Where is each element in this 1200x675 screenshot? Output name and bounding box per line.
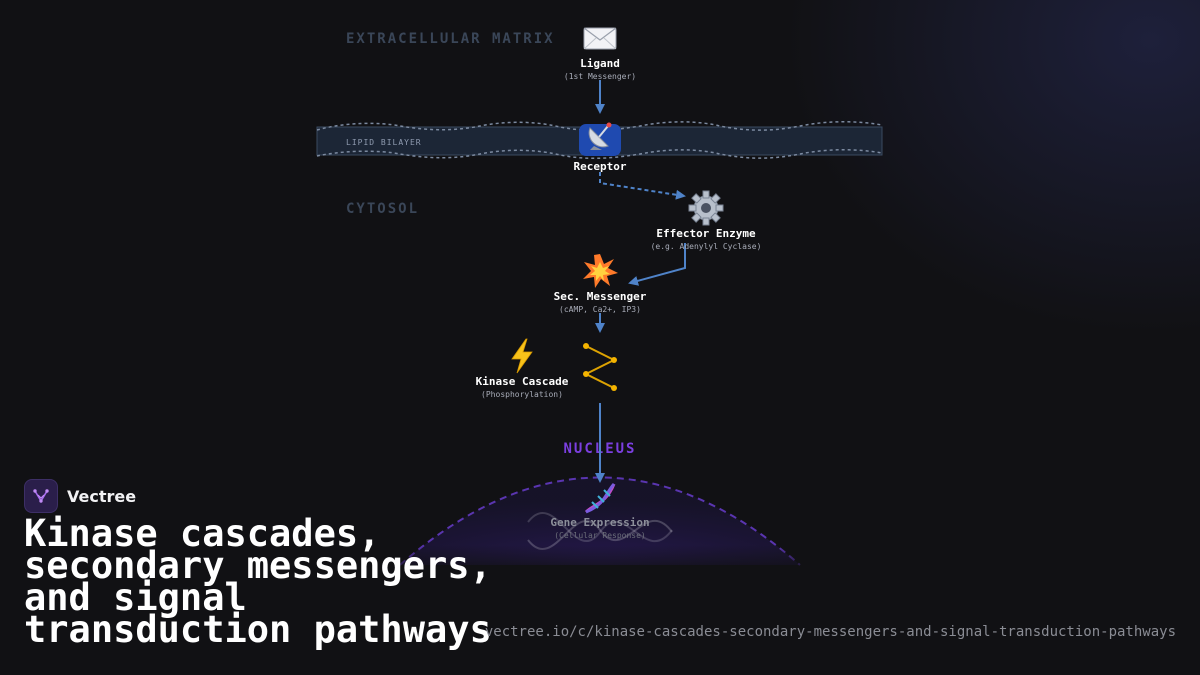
page-title: Kinase cascades, secondary messengers, a…	[24, 512, 492, 651]
gene-subtitle: (Cellular Response)	[554, 531, 646, 540]
gene-node: Gene Expression (Cellular Response)	[550, 482, 650, 540]
effector-title: Effector Enzyme	[656, 227, 756, 240]
effector-subtitle: (e.g. Adenylyl Cyclase)	[651, 242, 762, 251]
satellite-antenna-icon	[588, 122, 612, 150]
cytosol-label: CYTOSOL	[346, 201, 419, 217]
brand-name: Vectree	[67, 486, 137, 506]
burst-icon	[583, 254, 618, 288]
ligand-title: Ligand	[580, 57, 620, 70]
messenger-subtitle: (cAMP, Ca2+, IP3)	[559, 305, 641, 314]
page-url[interactable]: vectree.io/c/kinase-cascades-secondary-m…	[484, 624, 1176, 640]
gene-title: Gene Expression	[550, 516, 649, 529]
vectree-logo-icon	[24, 479, 58, 513]
envelope-icon	[583, 27, 617, 50]
membrane-inner-leaflet	[316, 149, 883, 160]
nucleus-envelope	[399, 476, 801, 566]
gear-icon	[688, 190, 724, 226]
arrow-receptor-to-effector	[599, 172, 686, 200]
ligand-node: Ligand (1st Messenger)	[564, 27, 636, 81]
dna-icon	[584, 482, 616, 514]
receptor-node: Receptor	[574, 122, 627, 173]
kinase-subtitle: (Phosphorylation)	[481, 390, 563, 399]
pathway-arrows	[595, 80, 686, 483]
membrane-outer-leaflet	[316, 121, 883, 132]
kinase-node: Kinase Cascade (Phosphorylation)	[476, 338, 617, 399]
chromatin-strand	[527, 512, 673, 543]
messenger-node: Sec. Messenger (cAMP, Ca2+, IP3)	[554, 254, 647, 314]
receptor-title: Receptor	[574, 160, 627, 173]
nucleus	[380, 476, 820, 575]
extracellular-matrix-label: EXTRACELLULAR MATRIX	[346, 31, 555, 47]
nucleus-fade	[380, 545, 820, 575]
messenger-title: Sec. Messenger	[554, 290, 647, 303]
kinase-title: Kinase Cascade	[476, 375, 569, 388]
ligand-subtitle: (1st Messenger)	[564, 72, 636, 81]
arrow-effector-to-messenger	[628, 243, 686, 286]
lipid-bilayer-label: LIPID BILAYER	[346, 138, 422, 147]
kinase-zigzag	[583, 343, 617, 391]
brand: Vectree	[24, 479, 136, 513]
effector-node: Effector Enzyme (e.g. Adenylyl Cyclase)	[651, 190, 762, 251]
lightning-icon	[511, 338, 533, 374]
